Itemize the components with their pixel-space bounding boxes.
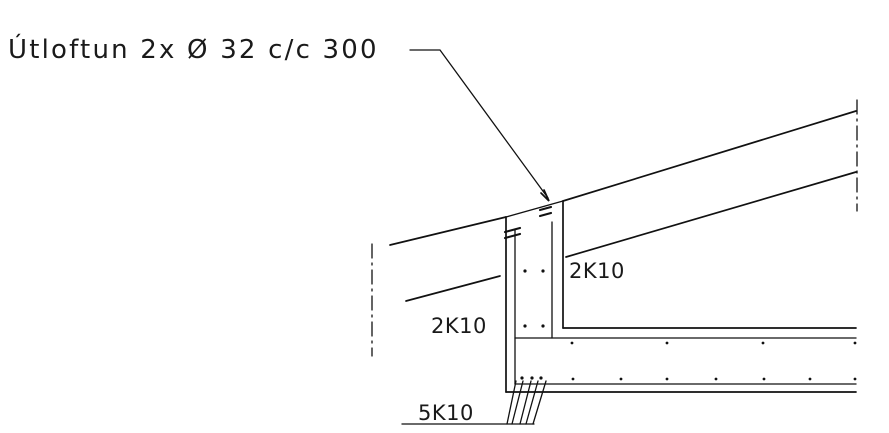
- leader-arrow-head: [540, 189, 550, 202]
- roof-slab-top-left-line: [389, 216, 507, 246]
- rebar-dot: [520, 376, 524, 380]
- rebar-dot: [761, 341, 765, 345]
- rebar-dot: [539, 376, 543, 380]
- rebar-label-left: 2K10: [431, 314, 487, 338]
- rebar-dot: [619, 377, 623, 381]
- roof-slab-bottom-line: [565, 171, 857, 258]
- rebar-leader-line: [532, 380, 547, 425]
- vent-pipe-mark: [538, 205, 553, 212]
- rebar-dot: [714, 377, 718, 381]
- rebar-dot: [523, 324, 527, 328]
- rebar-dot: [665, 341, 669, 345]
- ventilation-leader-line: [409, 49, 549, 199]
- rebar-dot: [853, 341, 857, 345]
- rebar-dot: [571, 377, 575, 381]
- rebar-dot: [541, 269, 545, 273]
- rebar-dot: [541, 324, 545, 328]
- vent-pipe-mark: [503, 226, 522, 234]
- rebar-dot: [523, 269, 527, 273]
- roof-slab-top-line: [562, 110, 857, 202]
- rebar-dot: [665, 377, 669, 381]
- rebar-dot: [530, 376, 534, 380]
- vent-pipe-mark: [538, 211, 553, 218]
- rebar-dot: [853, 377, 857, 381]
- vent-pipe-mark: [503, 232, 522, 240]
- roof-slab-bottom-left-line: [405, 275, 501, 302]
- column-top-edge: [505, 200, 564, 218]
- rebar-label-right: 2K10: [569, 259, 625, 283]
- rebar-dot: [570, 341, 574, 345]
- rebar-leader-line: [519, 380, 532, 425]
- rebar-dot: [762, 377, 766, 381]
- rebar-leader-line: [511, 380, 524, 425]
- rebar-leader-line: [506, 380, 517, 425]
- ventilation-label: Útloftun 2x Ø 32 c/c 300: [8, 33, 379, 65]
- rebar-label-bottom: 5K10: [418, 401, 474, 425]
- rebar-dot: [808, 377, 812, 381]
- rebar-leader-line: [525, 380, 539, 425]
